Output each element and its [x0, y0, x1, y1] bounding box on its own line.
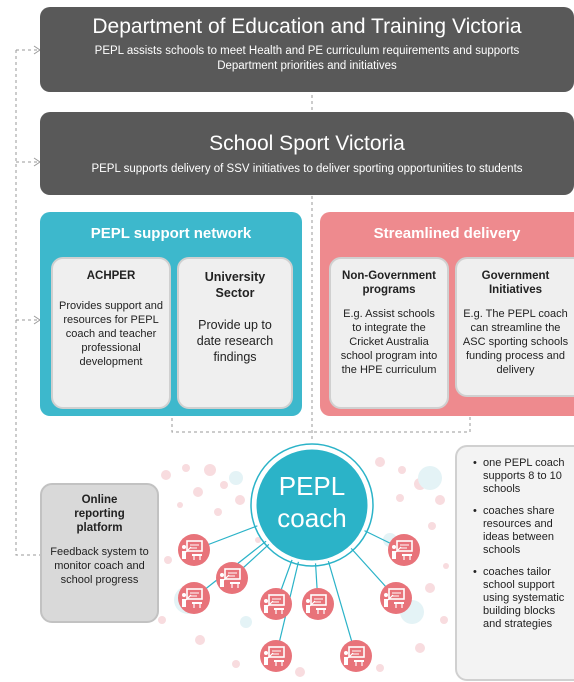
classroom-teacher-icon [339, 639, 373, 673]
streamlined-title: Streamlined delivery [373, 225, 521, 242]
ssv-subtitle: PEPL supports delivery of SSV initiative… [91, 163, 523, 175]
department-subtitle-line2: Department priorities and initiatives [217, 60, 397, 72]
university-body: Provide up to date research findings [196, 318, 274, 364]
non-government-body: E.g. Assist schools to integrate the Cri… [340, 308, 438, 376]
classroom-teacher-icon [301, 587, 335, 621]
ssv-title: School Sport Victoria [209, 132, 405, 155]
department-box: Department of Education and Training Vic… [40, 7, 574, 92]
achper-card: ACHPER Provides support and resources fo… [51, 257, 171, 409]
non-government-card: Non-Government programs E.g. Assist scho… [329, 257, 449, 409]
government-body: E.g. The PEPL coach can streamline the A… [462, 308, 569, 376]
classroom-teacher-icon [215, 561, 249, 595]
government-card: Government Initiatives E.g. The PEPL coa… [455, 257, 574, 397]
list-item: one PEPL coach supports 8 to 10 schools [473, 457, 570, 496]
classroom-teacher-icon [387, 533, 421, 567]
department-title: Department of Education and Training Vic… [92, 15, 522, 38]
coach-circle [253, 446, 371, 564]
classroom-teacher-icon [379, 581, 413, 615]
classroom-teacher-icon [259, 639, 293, 673]
ssv-box: School Sport Victoria PEPL supports deli… [40, 112, 574, 195]
coach-label: PEPL coach [255, 470, 369, 534]
reporting-body: Feedback system to monitor coach and sch… [50, 546, 149, 586]
classroom-teacher-icon [259, 587, 293, 621]
classroom-teacher-icon [177, 581, 211, 615]
achper-title: ACHPER [86, 270, 136, 282]
reporting-card: Online reporting platform Feedback syste… [40, 483, 159, 623]
achper-body: Provides support and resources for PEPL … [59, 300, 163, 368]
list-item: coaches share resources and ideas betwee… [473, 505, 570, 557]
coach-line1: PEPL [278, 471, 346, 501]
university-card: University Sector Provide up to date res… [177, 257, 293, 409]
support-network-title: PEPL support network [90, 225, 252, 242]
bullet-list: one PEPL coach supports 8 to 10 schools … [469, 457, 570, 631]
non-government-title: Non-Government programs [342, 270, 436, 296]
bullets-card: one PEPL coach supports 8 to 10 schools … [455, 445, 574, 681]
university-title: University Sector [204, 270, 266, 300]
classroom-teacher-icon [177, 533, 211, 567]
reporting-title: Online reporting platform [74, 494, 125, 534]
department-subtitle-line1: PEPL assists schools to meet Health and … [94, 45, 520, 57]
government-title: Government Initiatives [481, 270, 550, 296]
coach-line2: coach [277, 503, 347, 533]
list-item: coaches tailor school support using syst… [473, 566, 570, 631]
